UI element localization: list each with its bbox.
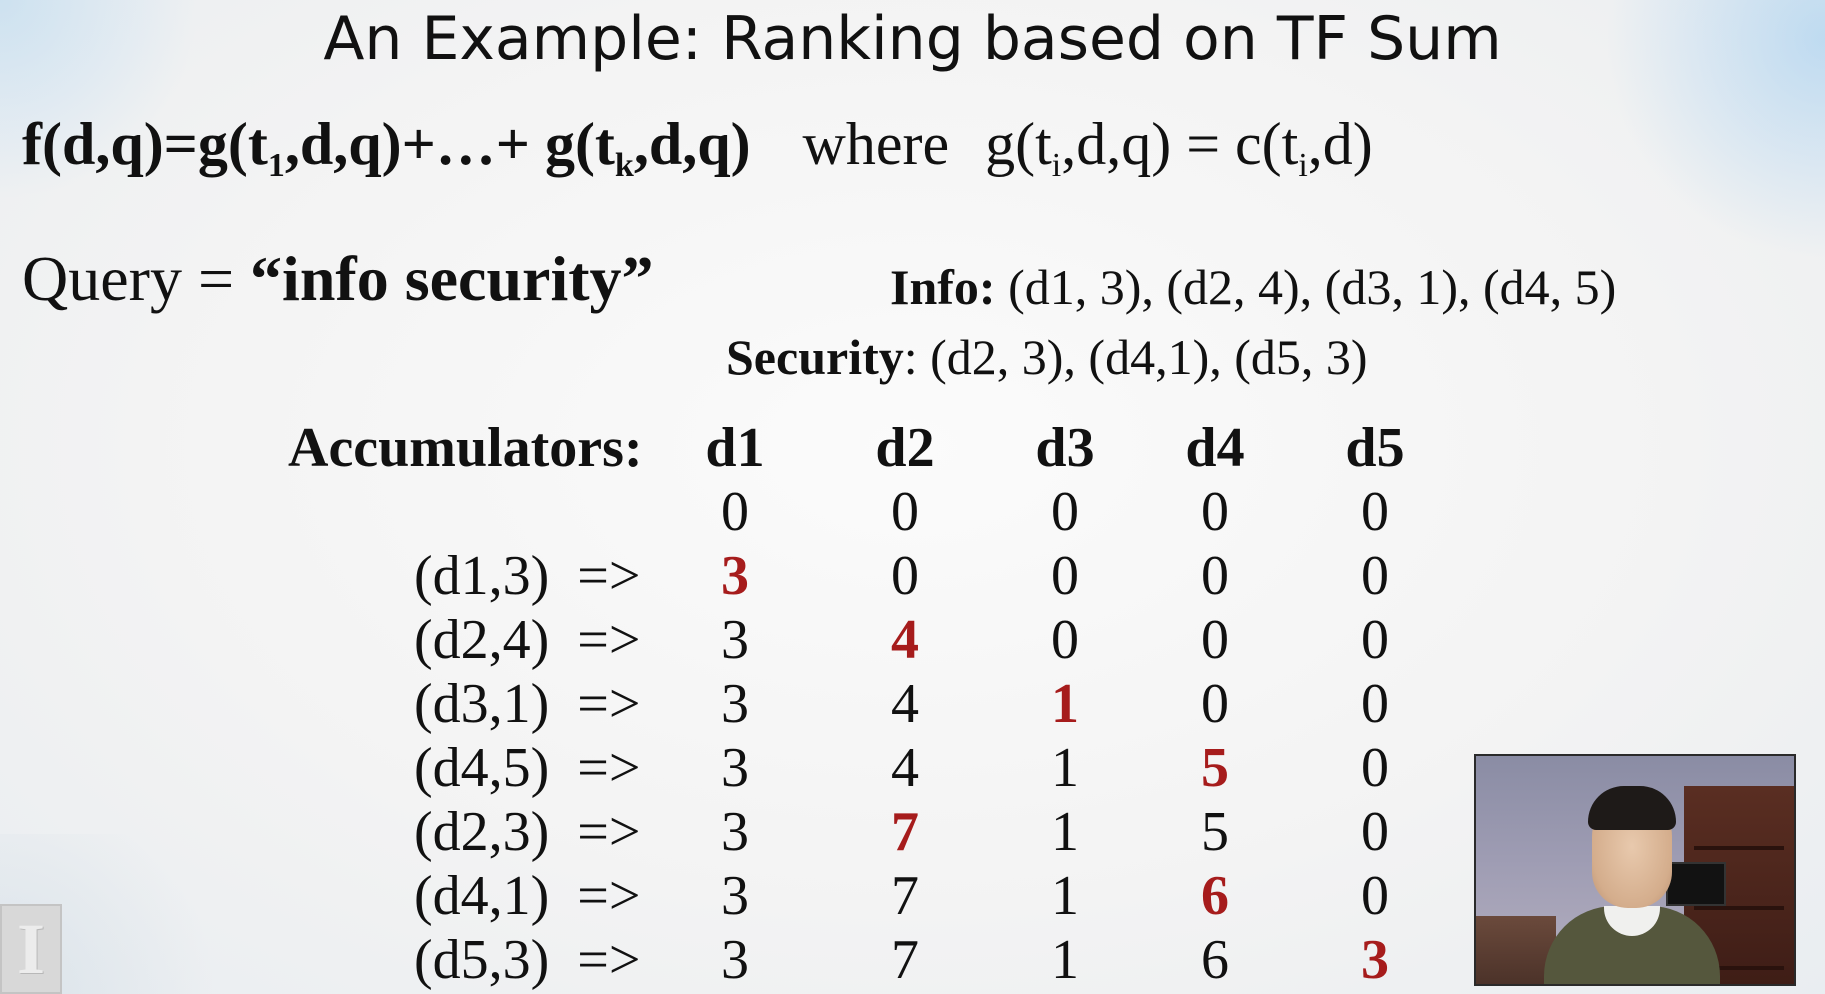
posting-entry: (d4,5) (414, 737, 550, 799)
accumulator-cell: 0 (1361, 737, 1389, 799)
query-prefix: Query = (22, 243, 251, 314)
accumulator-cell: 0 (1361, 609, 1389, 671)
column-header-d2: d2 (875, 417, 935, 479)
accumulator-cell: 3 (721, 865, 749, 927)
updated-accumulator-cell: 3 (1361, 929, 1389, 991)
monitor (1666, 862, 1726, 906)
accumulator-cell: 4 (891, 673, 919, 735)
formula-subscript-i: i (1298, 147, 1308, 184)
info-label: Info: (890, 259, 996, 315)
formula-rhs: ,d,q) (633, 111, 751, 177)
formula-g-def-end: ,d) (1307, 111, 1373, 177)
arrow-symbol: => (577, 865, 641, 927)
accumulator-cell: 3 (721, 929, 749, 991)
formula-subscript-i: i (1051, 147, 1062, 184)
accumulator-cell: 1 (1051, 929, 1079, 991)
arrow-symbol: => (577, 929, 641, 991)
arrow-symbol: => (577, 737, 641, 799)
initial-value-cell: 0 (1361, 481, 1389, 543)
university-logo-icon: I (0, 904, 62, 994)
posting-step-label: (d2,3) => (414, 800, 640, 864)
accumulator-cell: 6 (1201, 929, 1229, 991)
accumulator-cell: 4 (891, 737, 919, 799)
formula-g-def-mid: ,d,q) = c(t (1061, 111, 1299, 177)
posting-step-label: (d3,1) => (414, 672, 640, 736)
updated-accumulator-cell: 5 (1201, 737, 1229, 799)
formula-subscript-1: 1 (267, 147, 285, 184)
security-label: Security (726, 329, 904, 385)
posting-step-label: (d4,5) => (414, 736, 640, 800)
accumulator-cell: 5 (1201, 801, 1229, 863)
posting-entry: (d2,3) (414, 801, 550, 863)
posting-entry: (d4,1) (414, 865, 550, 927)
column-header-d4: d4 (1185, 417, 1245, 479)
accumulator-cell: 0 (1361, 545, 1389, 607)
posting-step-label: (d4,1) => (414, 864, 640, 928)
arrow-symbol: => (577, 673, 641, 735)
posting-step-label: (d1,3) => (414, 544, 640, 608)
accumulator-cell: 3 (721, 609, 749, 671)
accumulator-cell: 0 (891, 545, 919, 607)
accumulator-cell: 0 (1051, 545, 1079, 607)
query-line: Query = “info security” (22, 242, 654, 316)
accumulator-cell: 7 (891, 929, 919, 991)
accumulator-cell: 0 (1361, 673, 1389, 735)
column-header-d3: d3 (1035, 417, 1095, 479)
posting-entry: (d2,4) (414, 609, 550, 671)
column-header-d1: d1 (705, 417, 765, 479)
initial-value-cell: 0 (1201, 481, 1229, 543)
info-postings: Info: (d1, 3), (d2, 4), (d3, 1), (d4, 5) (890, 258, 1616, 316)
accumulator-cell: 1 (1051, 737, 1079, 799)
formula-where: where (802, 111, 950, 177)
updated-accumulator-cell: 4 (891, 609, 919, 671)
accumulator-cell: 0 (1361, 801, 1389, 863)
accumulator-cell: 0 (1201, 609, 1229, 671)
formula-lhs: f(d,q)=g(t (22, 111, 268, 177)
accumulator-cell: 0 (1051, 609, 1079, 671)
accumulator-cell: 1 (1051, 865, 1079, 927)
posting-entry: (d5,3) (414, 929, 550, 991)
query-value: “info security” (250, 243, 654, 314)
presenter-video (1474, 754, 1796, 986)
initial-value-cell: 0 (891, 481, 919, 543)
updated-accumulator-cell: 7 (891, 801, 919, 863)
arrow-symbol: => (577, 801, 641, 863)
accumulator-cell: 3 (721, 737, 749, 799)
accumulator-cell: 0 (1361, 865, 1389, 927)
security-postings: Security: (d2, 3), (d4,1), (d5, 3) (726, 328, 1368, 386)
accumulator-cell: 0 (1201, 545, 1229, 607)
security-list: : (d2, 3), (d4,1), (d5, 3) (903, 329, 1368, 385)
initial-value-cell: 0 (1051, 481, 1079, 543)
updated-accumulator-cell: 3 (721, 545, 749, 607)
column-header-d5: d5 (1345, 417, 1405, 479)
formula-g-def: g(t (985, 111, 1052, 177)
posting-step-label: (d2,4) => (414, 608, 640, 672)
posting-entry: (d1,3) (414, 545, 550, 607)
initial-value-cell: 0 (721, 481, 749, 543)
accumulator-cell: 3 (721, 801, 749, 863)
presenter-hair (1588, 786, 1676, 830)
desk (1476, 916, 1556, 984)
accumulator-cell: 3 (721, 673, 749, 735)
posting-step-label: (d5,3) => (414, 928, 640, 992)
formula-mid: ,d,q)+…+ g(t (284, 111, 615, 177)
accumulator-cell: 1 (1051, 801, 1079, 863)
accumulator-cell: 7 (891, 865, 919, 927)
posting-entry: (d3,1) (414, 673, 550, 735)
updated-accumulator-cell: 1 (1051, 673, 1079, 735)
updated-accumulator-cell: 6 (1201, 865, 1229, 927)
accumulator-cell: 0 (1201, 673, 1229, 735)
slide-title: An Example: Ranking based on TF Sum (323, 4, 1502, 74)
formula-subscript-k: k (614, 147, 634, 184)
arrow-symbol: => (577, 609, 641, 671)
arrow-symbol: => (577, 545, 641, 607)
accumulators-label: Accumulators: (288, 417, 643, 479)
info-list: (d1, 3), (d2, 4), (d3, 1), (d4, 5) (995, 259, 1617, 315)
